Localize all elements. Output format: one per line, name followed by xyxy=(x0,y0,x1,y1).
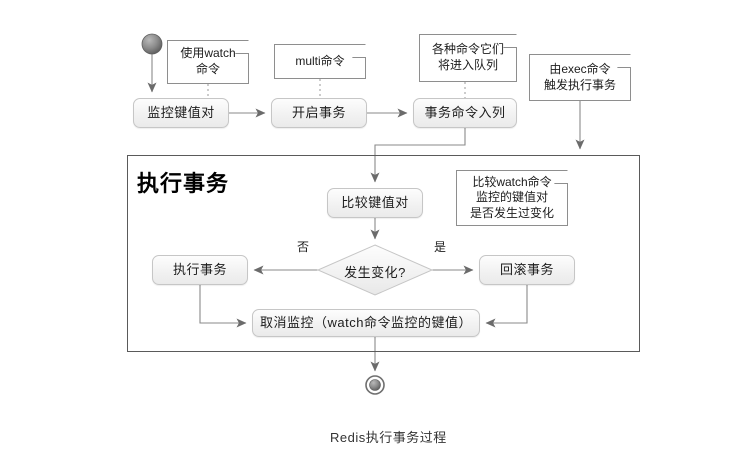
note-compare-watch: 比较watch命令 监控的键值对 是否发生过变化 xyxy=(456,170,568,226)
note-watch-command: 使用watch 命令 xyxy=(167,40,249,84)
node-unwatch-keys[interactable]: 取消监控（watch命令监控的键值） xyxy=(252,309,480,337)
edge-rollback-to-unwatch xyxy=(485,285,528,328)
note-watch-text: 使用watch 命令 xyxy=(180,46,236,76)
node-compare-keys[interactable]: 比较键值对 xyxy=(327,188,423,218)
edge-label-no: 否 xyxy=(297,240,310,254)
note-queue-commands: 各种命令它们 将进入队列 xyxy=(419,34,517,82)
start-node-circle xyxy=(141,33,163,55)
end-node-core xyxy=(369,379,381,391)
node-begin-transaction[interactable]: 开启事务 xyxy=(271,98,367,128)
decision-label: 发生变化? xyxy=(344,265,406,280)
note-fold-icon xyxy=(554,170,568,184)
node-watch-keys[interactable]: 监控键值对 xyxy=(133,98,229,128)
node-rollback-transaction[interactable]: 回滚事务 xyxy=(479,255,575,285)
note-multi-command: multi命令 xyxy=(274,44,366,79)
note-compare-text: 比较watch命令 监控的键值对 是否发生过变化 xyxy=(469,174,554,220)
note-exec-command: 由exec命令 触发执行事务 xyxy=(529,54,631,101)
node-execute-transaction[interactable]: 执行事务 xyxy=(152,255,248,285)
frame-title: 执行事务 xyxy=(137,171,230,196)
edge-label-yes: 是 xyxy=(434,240,447,254)
note-fold-icon xyxy=(617,54,631,68)
note-exec-text: 由exec命令 触发执行事务 xyxy=(543,61,616,92)
edge-exec-to-unwatch xyxy=(199,285,247,328)
note-multi-text: multi命令 xyxy=(295,53,345,68)
edge-enqueue-to-compare xyxy=(370,128,466,183)
decision-diamond xyxy=(316,244,434,296)
execute-transaction-frame xyxy=(127,155,640,352)
note-fold-icon xyxy=(503,34,517,48)
note-fold-icon xyxy=(352,44,366,58)
diagram-caption: Redis执行事务过程 xyxy=(330,430,447,445)
note-fold-icon xyxy=(235,40,249,54)
note-queue-text: 各种命令它们 将进入队列 xyxy=(431,42,504,72)
node-enqueue-command[interactable]: 事务命令入列 xyxy=(413,98,517,128)
